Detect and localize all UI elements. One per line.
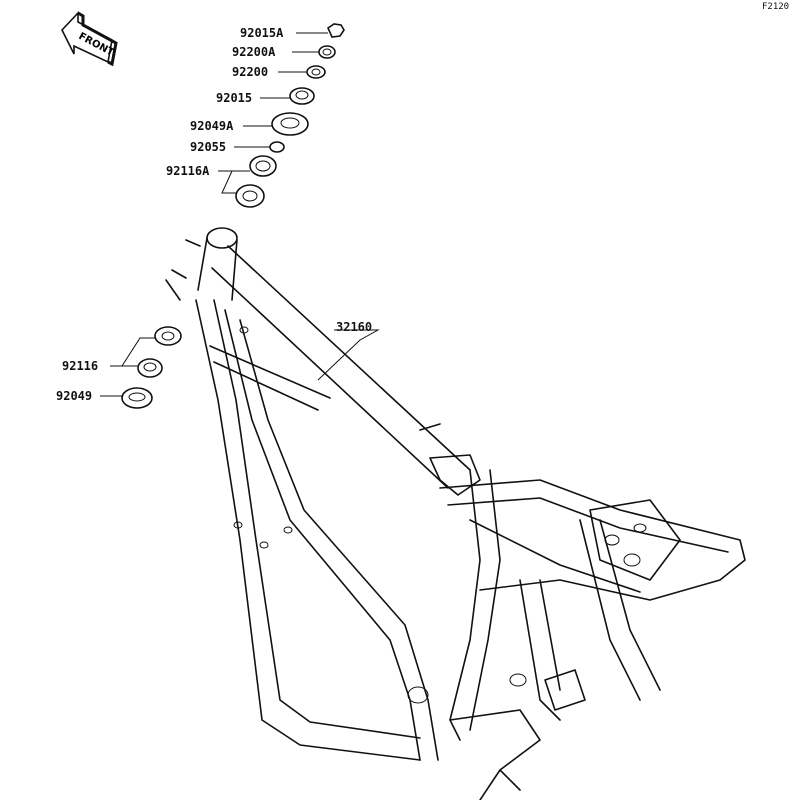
part-92049[interactable]: 92049	[56, 387, 153, 409]
part-92200A[interactable]: 92200A	[232, 45, 336, 59]
reference-code: F2120	[762, 2, 789, 12]
part-label-92049[interactable]: 92049	[56, 389, 92, 403]
part-92116A[interactable]: 92116A	[166, 155, 277, 208]
front-arrow-icon: FRONT	[61, 10, 118, 67]
part-label-92055[interactable]: 92055	[190, 140, 226, 154]
part-label-92116A[interactable]: 92116A	[166, 164, 210, 178]
part-label-92049A[interactable]: 92049A	[190, 119, 234, 133]
part-label-92200[interactable]: 92200	[232, 65, 268, 79]
part-92015A[interactable]: 92015A	[240, 23, 345, 40]
part-92055[interactable]: 92055	[190, 140, 285, 154]
part-label-32160[interactable]: 32160	[336, 320, 372, 334]
part-92049A[interactable]: 92049A	[190, 112, 309, 136]
part-92200[interactable]: 92200	[232, 65, 326, 79]
part-label-92015A[interactable]: 92015A	[240, 26, 284, 40]
part-32160-frame[interactable]: 32160	[165, 227, 746, 800]
part-label-92015[interactable]: 92015	[216, 91, 252, 105]
part-92015[interactable]: 92015	[216, 87, 315, 105]
part-label-92200A[interactable]: 92200A	[232, 45, 276, 59]
part-label-92116[interactable]: 92116	[62, 359, 98, 373]
part-92116[interactable]: 92116	[62, 326, 182, 378]
